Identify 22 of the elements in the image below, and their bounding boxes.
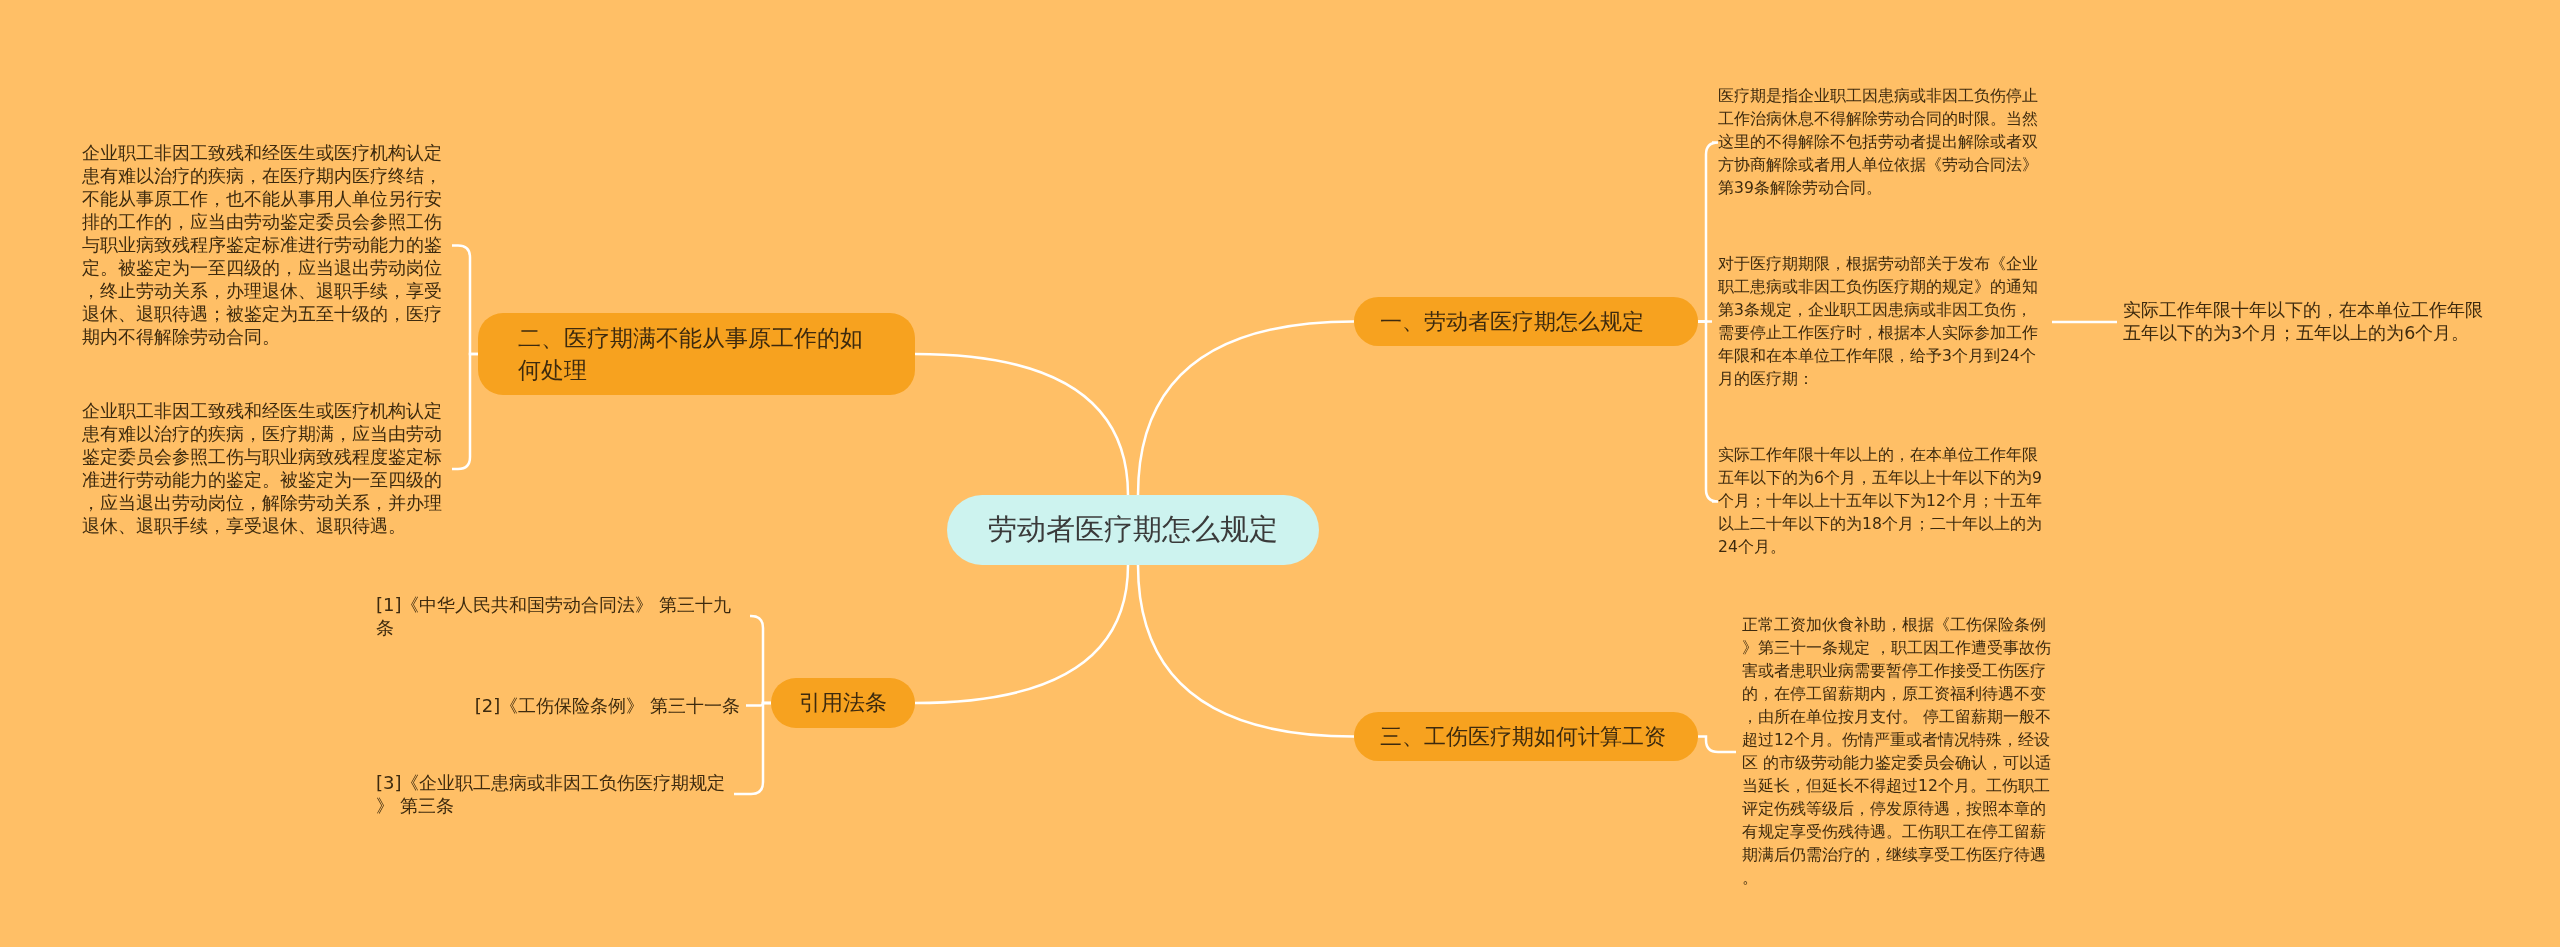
- connector-line: [1136, 320, 1355, 496]
- connector-line: [1698, 320, 1720, 503]
- central-topic-box: 劳动者医疗期怎么规定: [947, 495, 1319, 565]
- note-text: [1]《中华人民共和国劳动合同法》 第三十九条: [376, 593, 750, 639]
- topic-box: 一、劳动者医疗期怎么规定: [1354, 297, 1698, 346]
- connector-line: [914, 352, 1130, 496]
- connector-line: [1136, 564, 1355, 738]
- topic-box: 三、工伤医疗期如何计算工资: [1354, 712, 1698, 761]
- connector-line: [1698, 735, 1736, 754]
- note-text: 企业职工非因工致残和经医生或医疗机构认定患有难以治疗的疾病，在医疗期内医疗终结，不能从事原工作，也不能从事用人单位另行安排的工作的，应当由劳动鉴定委员会参照工伤与职业病致残程序鉴定标准进行劳动能力的鉴定。被鉴定为一至四级的，应当退出劳动岗位，终止劳动关系，办理退休、退职手续，享受退休、退职待遇；被鉴定为五至十级的，医疗期内不得解除劳动合同。: [82, 142, 452, 349]
- connector-line: [914, 564, 1130, 705]
- note-text: 实际工作年限十年以上的，在本单位工作年限五年以下的为6个月，五年以上十年以下的为9个月；十年以上十五年以下为12个月；十五年以上二十年以下的为18个月；二十年以上的为24个月。: [1712, 444, 2052, 559]
- connector-line: [2052, 320, 2117, 324]
- note-text: 实际工作年限十年以下的，在本单位工作年限五年以下的为3个月；五年以上的为6个月。: [2117, 299, 2497, 345]
- note-text: 对于医疗期期限，根据劳动部关于发布《企业职工患病或非因工负伤医疗期的规定》的通知第3条规定，企业职工因患病或非因工负伤，需要停止工作医疗时，根据本人实际参加工作年限和在本单位工作年限，给予3个月到24个月的医疗期：: [1712, 253, 2052, 391]
- topic-box: 引用法条: [771, 678, 915, 728]
- note-text: [2]《工伤保险条例》 第三十一条: [440, 694, 746, 717]
- topic-box: 二、医疗期满不能从事原工作的如何处理: [478, 313, 915, 395]
- note-text: 正常工资加伙食补助，根据《工伤保险条例》第三十一条规定 ，职工因工作遭受事故伤害或者患职业病需要暂停工作接受工伤医疗的，在停工留薪期内，原工资福利待遇不变，由所在单位按月支付。 停工留薪期一般不超过12个月。伤情严重或者情况特殊，经设区 的市级劳动能力鉴定委员会确认，可以适当延长，但延长不得超过12个月。工伤职工评定伤残等级后，停发原待遇，按照本章的有规定享受伤残待遇。工伤职工在停工留薪期满后仍需治疗的，继续享受工伤医疗待遇。: [1736, 614, 2066, 890]
- note-text: 企业职工非因工致残和经医生或医疗机构认定患有难以治疗的疾病，医疗期满，应当由劳动鉴定委员会参照工伤与职业病致残程度鉴定标准进行劳动能力的鉴定。被鉴定为一至四级的，应当退出劳动岗位，解除劳动关系，并办理退休、退职手续，享受退休、退职待遇。: [82, 400, 452, 538]
- note-text: 医疗期是指企业职工因患病或非因工负伤停止工作治病休息不得解除劳动合同的时限。当然这里的不得解除不包括劳动者提出解除或者双方协商解除或者用人单位依据《劳动合同法》第39条解除劳动合同。: [1712, 85, 2052, 200]
- note-text: [3]《企业职工患病或非因工负伤医疗期规定》 第三条: [376, 771, 734, 817]
